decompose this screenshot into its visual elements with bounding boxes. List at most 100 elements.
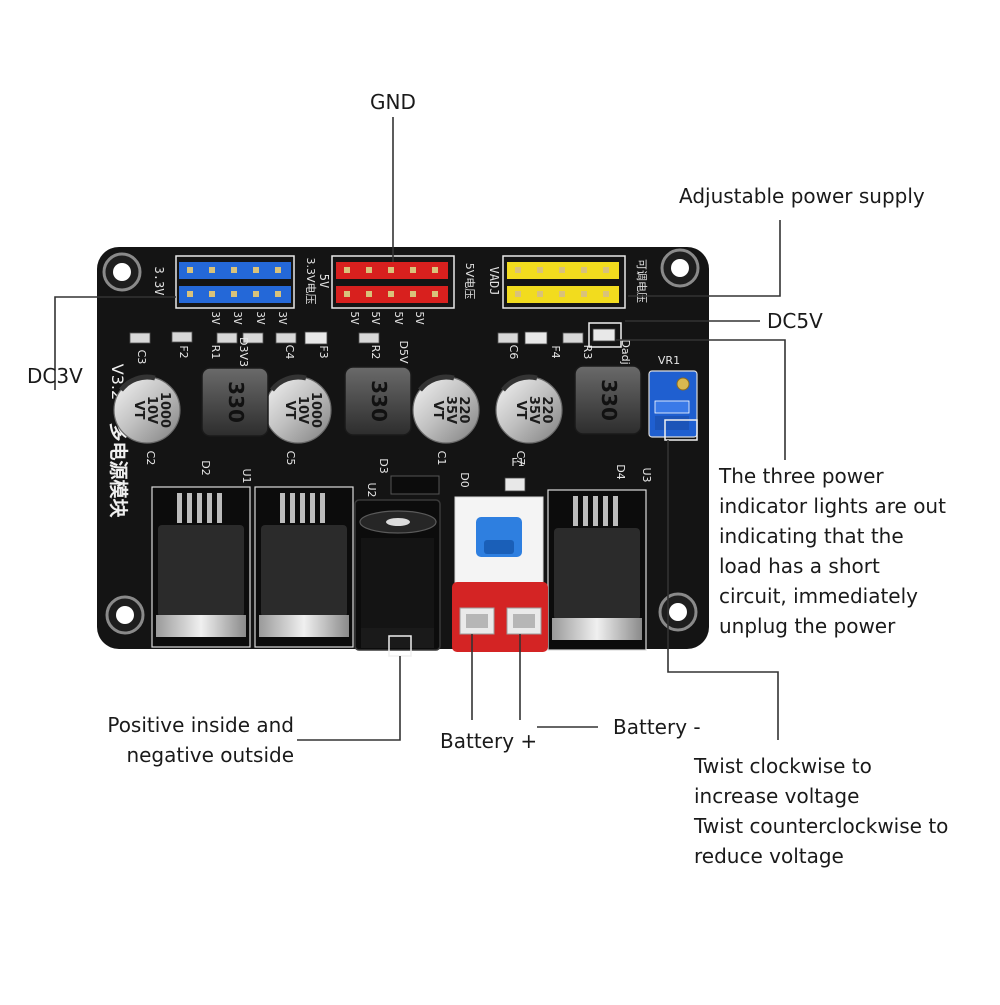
mounting-hole-icon <box>105 595 145 635</box>
capacitor-stripe <box>119 374 156 392</box>
header-pin <box>388 291 394 297</box>
pin-voltage-label: 5V <box>348 311 361 325</box>
rail-label-vadj-cn: 可调电压 <box>635 259 648 303</box>
header-pin <box>537 267 543 273</box>
component-label: F1 <box>511 456 524 469</box>
smd-component <box>497 332 519 344</box>
callout-indicator: The three power indicator lights are out… <box>719 464 946 638</box>
header-pin <box>275 267 281 273</box>
header-pin <box>187 267 193 273</box>
pin-voltage-label: 3V <box>254 311 267 325</box>
regulator-lead <box>593 496 598 526</box>
regulator-lead <box>603 496 608 526</box>
header-pin <box>366 267 372 273</box>
regulator-lead <box>197 493 202 523</box>
pin-voltage-label: 3V <box>209 311 222 325</box>
header-pin <box>559 291 565 297</box>
led-indicator-icon <box>524 331 548 345</box>
capacitor-label: 35V <box>443 396 458 424</box>
component-label: C1 <box>435 451 448 466</box>
potentiometer[interactable] <box>648 370 698 438</box>
component-label: F2 <box>177 345 190 358</box>
regulator-lead <box>187 493 192 523</box>
pin-voltage-label: 5V <box>369 311 382 325</box>
capacitor-label: VT <box>282 401 297 420</box>
header-pin <box>231 291 237 297</box>
regulator-ic <box>547 489 647 651</box>
regulator-body <box>158 525 244 617</box>
mounting-hole-icon <box>658 592 698 632</box>
component-label: D4 <box>614 464 627 479</box>
header-pin <box>515 291 521 297</box>
callout-adjustable: Adjustable power supply <box>679 184 925 208</box>
regulator-lead <box>320 493 325 523</box>
component-label: F4 <box>549 345 562 358</box>
board-title: 多电源模块 <box>107 422 130 518</box>
inductor-label: 330 <box>367 380 391 422</box>
capacitor-label: VT <box>430 401 445 420</box>
component-label: Dadj <box>619 339 632 364</box>
capacitor-label: VT <box>131 401 146 420</box>
led-indicator-icon <box>592 328 616 342</box>
regulator-lead <box>300 493 305 523</box>
header-pin <box>581 267 587 273</box>
header-pin <box>253 267 259 273</box>
callout-battery-minus: Battery - <box>613 715 701 739</box>
smd-component <box>358 332 380 344</box>
pin-voltage-label: 3V <box>231 311 244 325</box>
component-label: R3 <box>581 345 594 360</box>
capacitor-label: 10V <box>144 396 159 424</box>
inductor-body <box>344 366 412 436</box>
dc-barrel-jack <box>354 499 441 651</box>
header-pin <box>231 267 237 273</box>
pin-voltage-label: 3V <box>276 311 289 325</box>
rail-label-3v3: 3.3V <box>152 267 166 296</box>
inductor-label: 330 <box>224 381 248 423</box>
component-label: C3 <box>135 350 148 365</box>
smd-component <box>216 332 238 344</box>
header-pin <box>187 291 193 297</box>
component-label: R1 <box>209 345 222 360</box>
component-label: F3 <box>317 345 330 358</box>
regulator-lead <box>207 493 212 523</box>
capacitor-label: 35V <box>526 396 541 424</box>
capacitor-label: 1000 <box>157 392 172 428</box>
power-switch[interactable] <box>454 496 544 586</box>
leader-line <box>616 339 786 460</box>
smd-component <box>171 331 193 343</box>
capacitor-label: 1000 <box>308 392 323 428</box>
power-inductor: 330 <box>201 367 269 437</box>
capacitor-label: 220 <box>456 396 471 423</box>
header-pin <box>581 291 587 297</box>
fuse-f1 <box>504 477 526 492</box>
component-label: D3 <box>377 458 390 473</box>
capacitor-label: 10V <box>295 396 310 424</box>
regulator-lead <box>290 493 295 523</box>
voltage-regulators <box>151 486 647 651</box>
regulator-tab <box>156 615 246 637</box>
capacitor-label: 220 <box>539 396 554 423</box>
regulator-body <box>261 525 347 617</box>
inductor-body <box>574 365 642 435</box>
battery-terminal[interactable] <box>452 582 548 652</box>
callout-dc3v: DC3V <box>27 364 83 388</box>
capacitor-stripe <box>501 374 538 392</box>
header-pin <box>603 267 609 273</box>
callout-gnd: GND <box>370 90 416 114</box>
header-pin <box>410 267 416 273</box>
component-label: C5 <box>284 451 297 466</box>
regulator-lead <box>177 493 182 523</box>
header-pin <box>515 267 521 273</box>
header-3v3-outline <box>175 255 295 309</box>
header-pin <box>366 291 372 297</box>
component-label: D5V <box>397 341 410 364</box>
capacitor-stripe <box>418 374 455 392</box>
component-label: C4 <box>283 345 296 360</box>
component-label: D3V3 <box>237 337 250 367</box>
component-label: U1 <box>240 468 253 483</box>
